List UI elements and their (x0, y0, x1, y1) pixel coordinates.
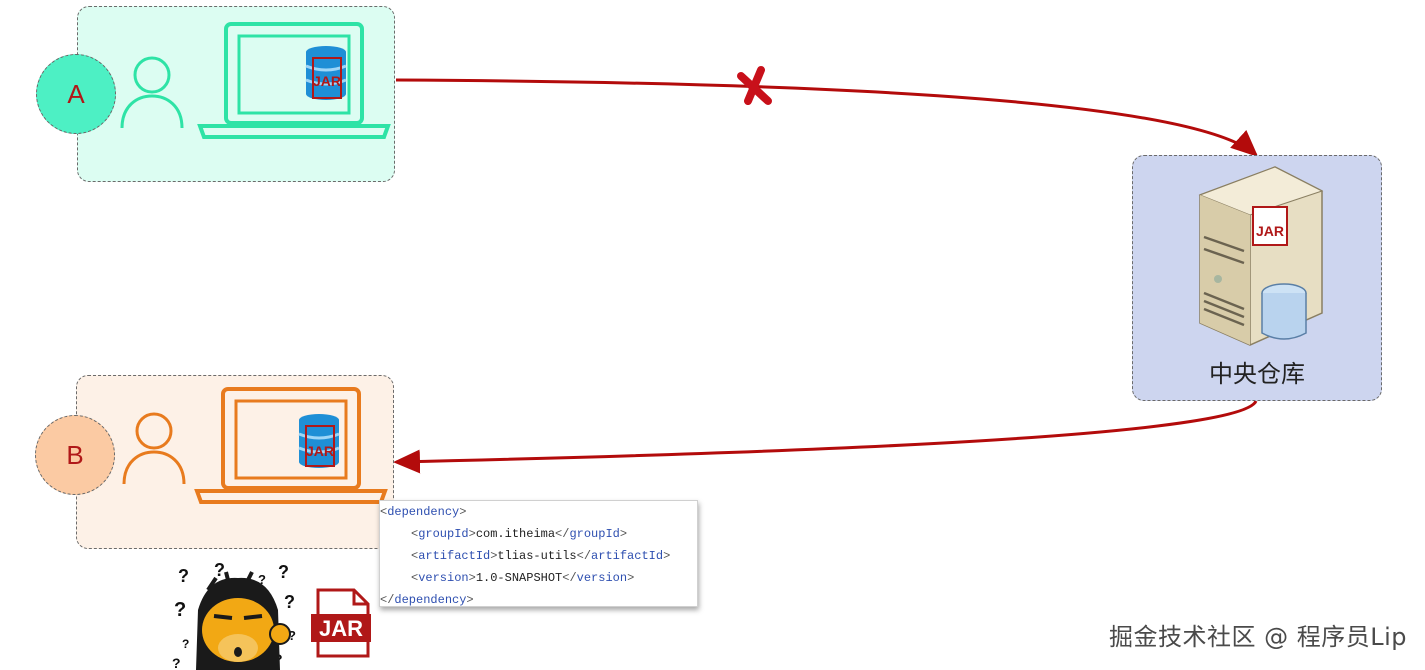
cross-mark-icon (737, 66, 772, 105)
server-icon: JAR (1198, 166, 1324, 346)
svg-text:?: ? (288, 628, 296, 643)
database-jar-icon: JAR (305, 46, 347, 100)
svg-text:?: ? (278, 562, 289, 582)
user-icon (120, 56, 184, 129)
code-line: <artifactId>tlias-utils</artifactId> (411, 549, 671, 563)
xml-tag: groupId (569, 527, 620, 541)
database-jar-icon: JAR (298, 414, 340, 468)
code-line: <groupId>com.itheima</groupId> (411, 527, 628, 541)
developer-a-label: A (67, 78, 85, 109)
xml-tag: dependency (387, 505, 460, 519)
code-line: <version>1.0-SNAPSHOT</version> (411, 571, 635, 585)
download-arrow (393, 400, 1258, 474)
jar-badge-b: JAR (306, 443, 334, 459)
confused-monkey-icon: ? ? ? ? ? ? ? ? ? ? ? (172, 560, 296, 670)
jar-file-icon: JAR (311, 588, 371, 658)
xml-tag: groupId (418, 527, 469, 541)
svg-text:?: ? (284, 592, 295, 612)
code-line: <dependency> (380, 505, 467, 519)
central-repository-label: 中央仓库 (1209, 360, 1305, 388)
developer-b-label: B (66, 439, 84, 470)
dependency-snippet: <dependency> <groupId>com.itheima</group… (379, 500, 698, 607)
svg-text:?: ? (258, 572, 266, 587)
xml-tag: artifactId (418, 549, 491, 563)
xml-value: 1.0-SNAPSHOT (475, 571, 563, 585)
svg-text:?: ? (214, 560, 225, 580)
jar-badge-repo: JAR (1256, 223, 1284, 239)
xml-tag: version (418, 571, 469, 585)
laptop-icon (194, 387, 388, 504)
xml-value: com.itheima (475, 527, 556, 541)
code-line: </dependency> (380, 593, 474, 607)
svg-text:?: ? (172, 655, 181, 670)
xml-value: tlias-utils (497, 549, 577, 563)
upload-arrow (395, 78, 1259, 158)
laptop-icon (197, 22, 391, 139)
xml-tag: dependency (394, 593, 467, 607)
developer-a-badge: A (36, 54, 116, 134)
svg-text:?: ? (182, 637, 189, 651)
jar-file-label: JAR (319, 616, 363, 641)
watermark: 掘金技术社区 @ 程序员Lip (1108, 623, 1407, 651)
developer-b-badge: B (35, 415, 115, 495)
xml-tag: version (576, 571, 628, 585)
xml-tag: artifactId (591, 549, 664, 563)
user-icon (122, 412, 186, 485)
svg-text:?: ? (178, 566, 189, 586)
jar-badge-a: JAR (313, 73, 341, 89)
svg-text:?: ? (174, 599, 186, 621)
